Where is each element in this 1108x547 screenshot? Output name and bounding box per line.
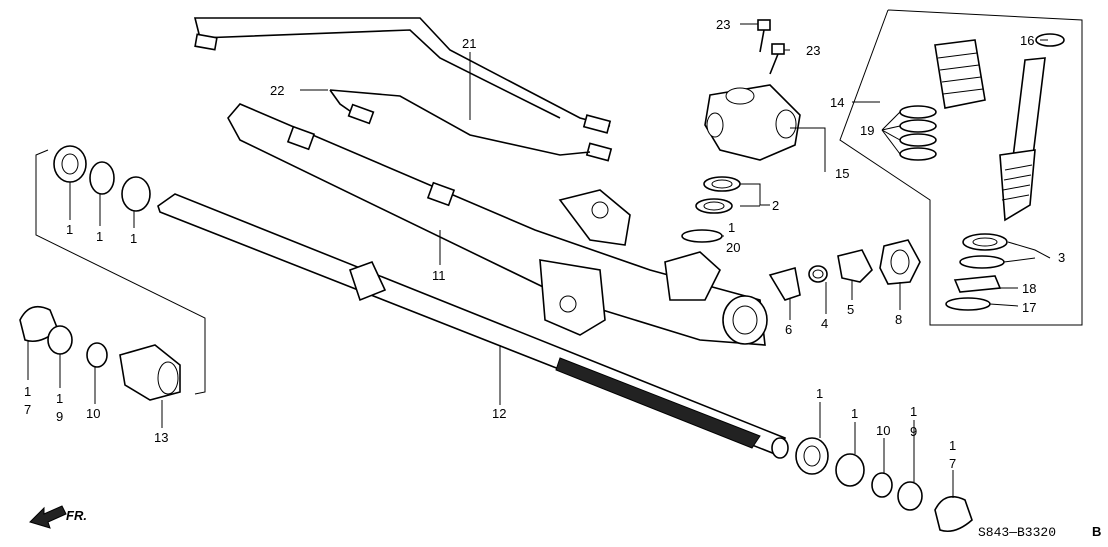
label-15: 15 bbox=[835, 166, 849, 181]
label-23b: 23 bbox=[806, 43, 820, 58]
spring-4 bbox=[808, 265, 828, 283]
right-bearing-1 bbox=[795, 437, 829, 475]
left-parts-frame bbox=[35, 149, 206, 395]
screw-5 bbox=[837, 249, 873, 283]
label-right-9-top: 1 bbox=[910, 404, 917, 419]
rubber-boot bbox=[934, 39, 986, 109]
right-ring-10 bbox=[871, 472, 893, 498]
label-left-1c: 1 bbox=[130, 231, 137, 246]
left-ring-1 bbox=[89, 161, 115, 195]
feed-line-21 bbox=[193, 17, 613, 162]
label-20-top: 1 bbox=[728, 220, 735, 235]
label-19: 19 bbox=[860, 123, 874, 138]
direction-label: FR. bbox=[66, 508, 87, 523]
diagram-code-text: S843—B3320 bbox=[978, 525, 1056, 540]
label-left-7: 7 bbox=[24, 402, 31, 417]
o-ring-20 bbox=[681, 229, 723, 243]
label-right-9: 9 bbox=[910, 424, 917, 439]
circlip-18 bbox=[953, 275, 1002, 293]
label-21: 21 bbox=[462, 36, 476, 51]
label-11: 11 bbox=[432, 268, 446, 283]
label-left-7-top: 1 bbox=[24, 384, 31, 399]
label-8: 8 bbox=[895, 312, 902, 327]
washer-17 bbox=[945, 297, 991, 311]
valve-body bbox=[704, 84, 801, 161]
label-12: 12 bbox=[492, 406, 506, 421]
feed-line-22 bbox=[329, 89, 375, 125]
diagram-code: S843—B3320 B bbox=[978, 524, 1101, 540]
label-2: 2 bbox=[772, 198, 779, 213]
pinion-group-frame bbox=[839, 9, 1083, 326]
label-left-9: 9 bbox=[56, 409, 63, 424]
label-14: 14 bbox=[830, 95, 844, 110]
label-right-7-top: 1 bbox=[949, 438, 956, 453]
label-23a: 23 bbox=[716, 17, 730, 32]
label-right-7: 7 bbox=[949, 456, 956, 471]
right-clamp-7 bbox=[934, 495, 973, 533]
seals-2 bbox=[695, 176, 741, 214]
seal-rings-19 bbox=[899, 105, 937, 161]
label-right-1b: 1 bbox=[851, 406, 858, 421]
label-18: 18 bbox=[1022, 281, 1036, 296]
gear-housing-11 bbox=[227, 103, 768, 346]
diagram-code-suffix: B bbox=[1092, 524, 1101, 539]
label-16: 16 bbox=[1020, 33, 1034, 48]
label-left-1a: 1 bbox=[66, 222, 73, 237]
left-washer-9 bbox=[47, 325, 73, 355]
label-left-10: 10 bbox=[86, 406, 100, 421]
label-5: 5 bbox=[847, 302, 854, 317]
bolt-23a bbox=[757, 19, 771, 53]
right-washer-9 bbox=[897, 481, 923, 511]
label-right-10: 10 bbox=[876, 423, 890, 438]
label-left-9-top: 1 bbox=[56, 391, 63, 406]
label-6: 6 bbox=[785, 322, 792, 337]
label-4: 4 bbox=[821, 316, 828, 331]
right-seal-1 bbox=[835, 453, 865, 487]
label-22: 22 bbox=[270, 83, 284, 98]
locknut-8 bbox=[879, 239, 921, 285]
steering-rack-12 bbox=[157, 193, 789, 459]
left-bearing-1 bbox=[53, 145, 87, 183]
bearing-3 bbox=[959, 233, 1008, 269]
cylinder-end-13 bbox=[119, 344, 181, 401]
label-left-1b: 1 bbox=[96, 229, 103, 244]
label-20: 20 bbox=[726, 240, 740, 255]
label-3: 3 bbox=[1058, 250, 1065, 265]
leader-lines bbox=[27, 23, 1051, 498]
oil-seal-16 bbox=[1035, 33, 1065, 47]
left-ring-10 bbox=[86, 342, 108, 368]
pinion-shaft bbox=[999, 57, 1046, 222]
part-labels: 21 22 23 23 16 14 19 15 2 1 20 11 3 18 1… bbox=[24, 17, 1065, 471]
label-right-1a: 1 bbox=[816, 386, 823, 401]
left-seal-1 bbox=[121, 176, 151, 212]
front-direction-arrow: FR. bbox=[29, 505, 87, 529]
bolt-23b bbox=[769, 43, 785, 75]
label-17: 17 bbox=[1022, 300, 1036, 315]
label-13: 13 bbox=[154, 430, 168, 445]
rack-guide-6 bbox=[768, 266, 801, 301]
